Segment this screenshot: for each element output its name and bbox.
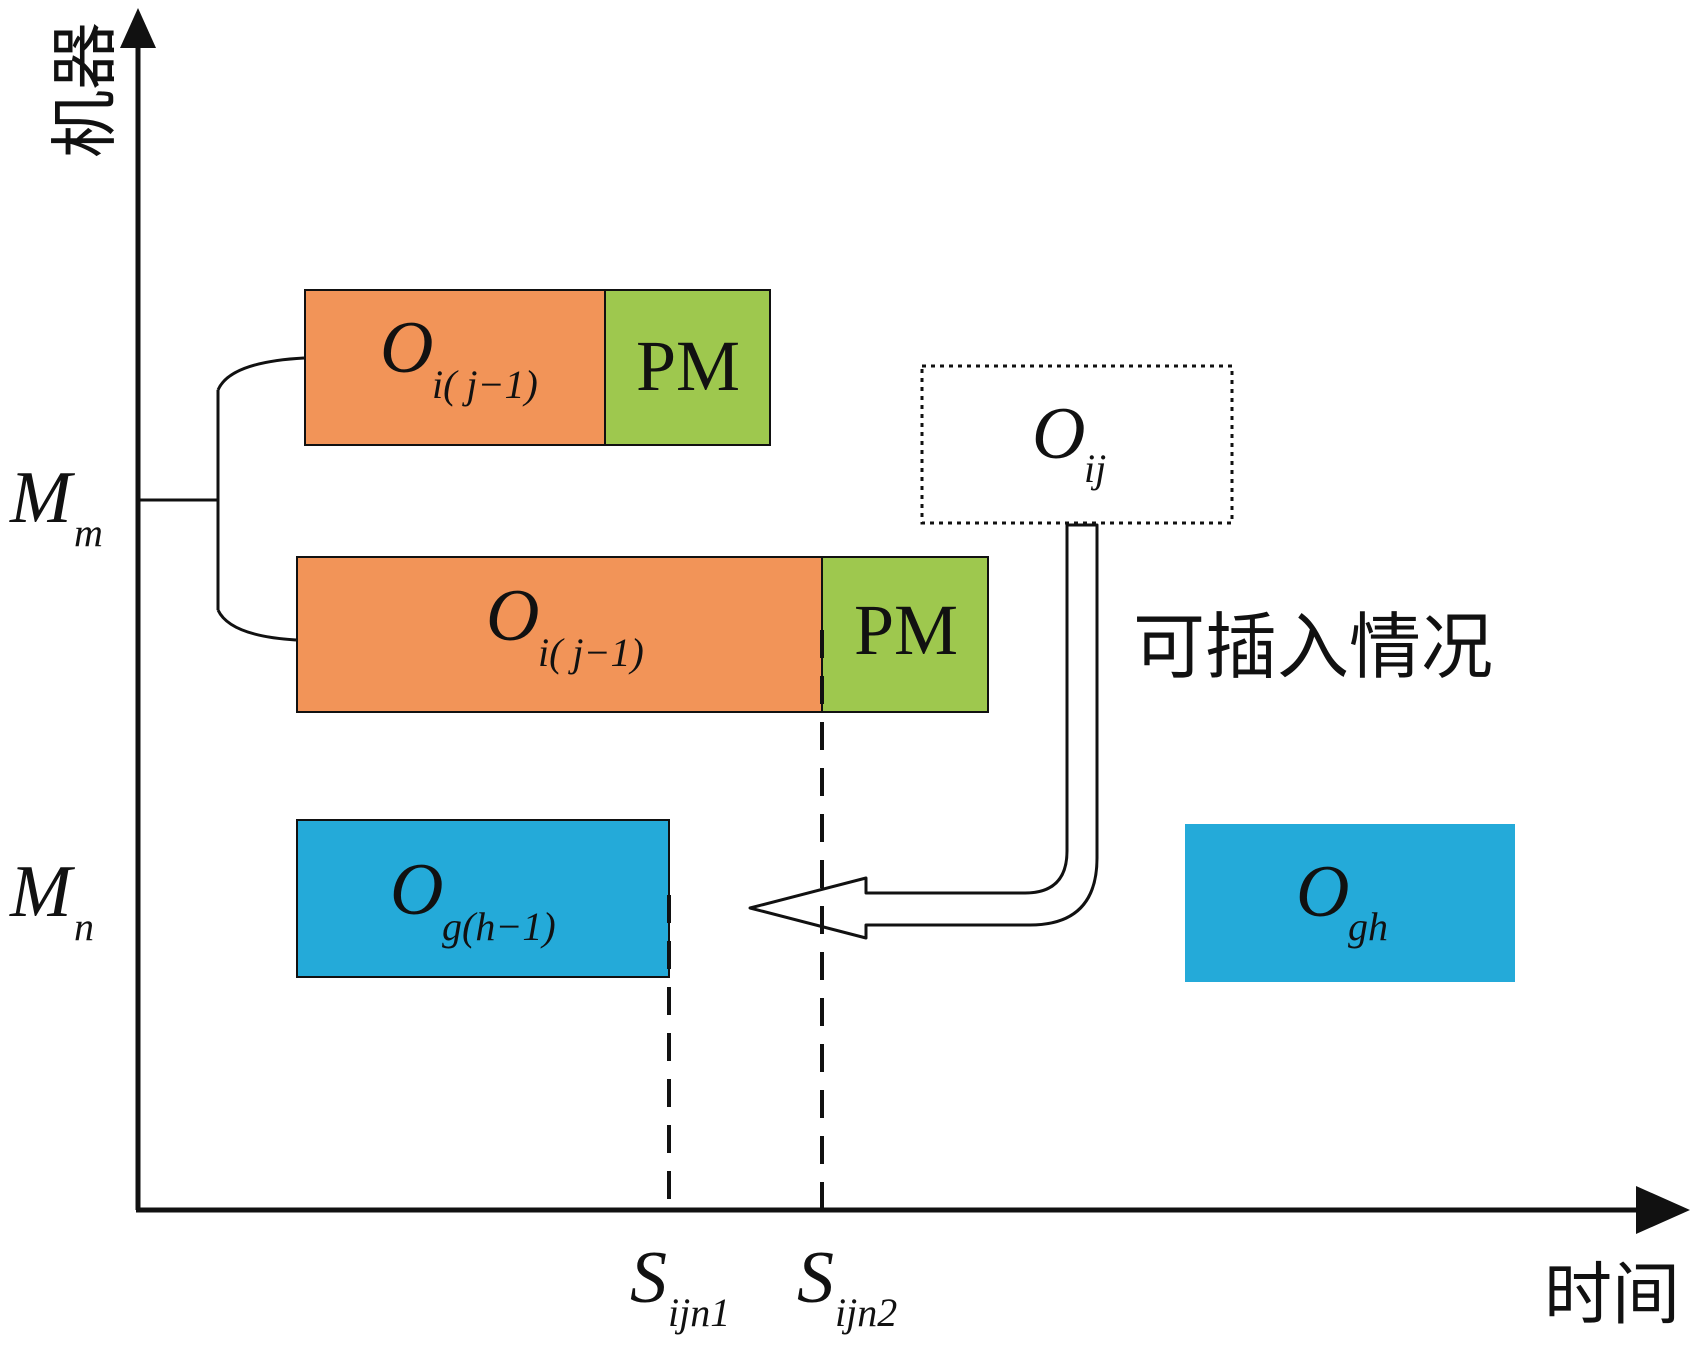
bottom-next-operation-letter: O — [1296, 851, 1349, 933]
candidate-operation-letter: O — [1032, 393, 1085, 475]
y-axis-label: 机器 — [47, 22, 126, 158]
top-prev-operation-sub: i( j−1) — [432, 362, 538, 407]
bottom-prev-operation-block — [296, 819, 670, 978]
machine-m-letter: M — [9, 457, 76, 539]
start-label-2-sub: ijn2 — [835, 1290, 897, 1335]
start-label-1: S ijn1 — [630, 1237, 730, 1335]
candidate-operation-sub: ij — [1084, 446, 1106, 491]
y-axis-arrowhead — [120, 8, 156, 48]
start-label-2: S ijn2 — [797, 1237, 897, 1335]
bottom-schedule: O g(h−1) O gh — [296, 819, 1515, 982]
bottom-next-operation-sub: gh — [1348, 904, 1388, 949]
top-pm-block — [604, 289, 771, 446]
x-axis-arrowhead — [1636, 1186, 1690, 1234]
bottom-prev-operation-sub: g(h−1) — [442, 904, 556, 949]
mid-prev-operation-block — [296, 556, 823, 713]
top-prev-operation-letter: O — [380, 307, 433, 389]
machine-label-m: M m — [9, 457, 103, 555]
bottom-next-operation-block — [1185, 824, 1515, 982]
mid-prev-operation-sub: i( j−1) — [538, 630, 644, 675]
machine-m-sub: m — [74, 510, 103, 555]
x-axis-label: 时间 — [1544, 1256, 1680, 1335]
machine-label-n: M n — [9, 851, 94, 949]
insertion-note: 可插入情况 — [1133, 605, 1493, 689]
axes — [120, 8, 1690, 1234]
candidate-operation-block — [920, 364, 1234, 525]
machine-n-sub: n — [74, 904, 94, 949]
start-label-1-sub: ijn1 — [668, 1290, 730, 1335]
start-label-1-letter: S — [630, 1237, 667, 1319]
candidate-operation: O ij — [920, 364, 1234, 525]
middle-schedule: O i( j−1) PM — [296, 556, 989, 713]
mid-prev-operation-letter: O — [486, 575, 539, 657]
machine-n-letter: M — [9, 851, 76, 933]
top-pm-label: PM — [636, 326, 740, 406]
top-prev-operation-block — [304, 289, 606, 446]
mid-pm-label: PM — [854, 590, 958, 670]
insertion-arrow — [748, 523, 1099, 940]
machine-m-bracket — [140, 356, 305, 642]
bottom-prev-operation-letter: O — [390, 849, 443, 931]
start-label-2-letter: S — [797, 1237, 834, 1319]
top-schedule: O i( j−1) PM — [304, 289, 771, 446]
